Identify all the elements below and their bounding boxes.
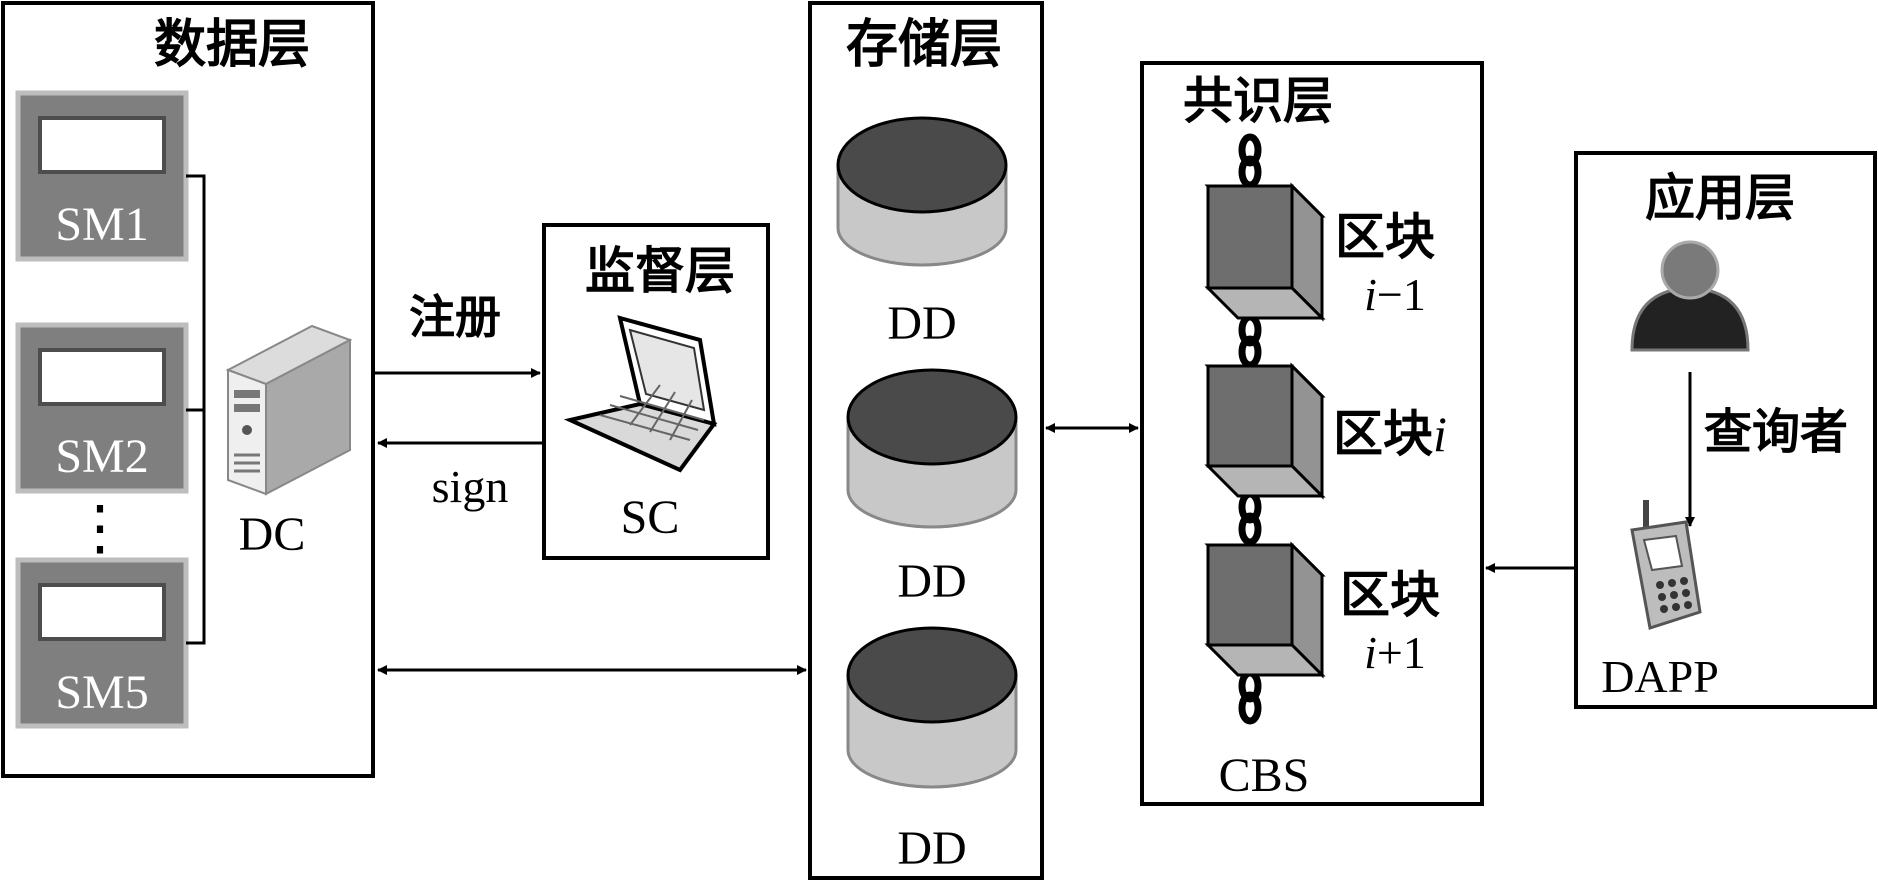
block-cube-1 [1204,182,1326,322]
block-1-label: 区块 [1335,208,1435,266]
smart-meter-2-label: SM2 [55,430,148,483]
consensus-layer-title: 共识层 [1183,72,1333,130]
data-layer: 数据层 SM1 SM2 ⋮ SM5 [1,1,375,778]
block-3-label: 区块 [1340,566,1440,624]
smart-meter-1: SM1 [15,90,189,262]
phone-icon [1630,500,1702,630]
smart-meter-5: SM5 [15,557,189,729]
smart-meter-2: SM2 [15,322,189,494]
laptop-icon [563,315,718,473]
phone-label: DAPP [1601,651,1719,702]
storage-disk-2-label: DD [897,555,966,608]
smart-meter-5-label: SM5 [55,666,148,719]
user-label: 查询者 [1704,404,1848,460]
server-label: DC [239,508,306,561]
user-icon [1630,240,1750,352]
register-label: 注册 [409,290,501,344]
application-layer-box [1574,151,1877,709]
sign-label: sign [432,461,509,512]
storage-disk-3 [846,626,1018,789]
consensus-layer: 共识层 区块 i−1 区块i [1140,61,1484,806]
application-layer-title: 应用层 [1645,169,1795,227]
block-3-index: i+1 [1364,627,1426,678]
server-icon [225,324,353,496]
storage-disk-3-label: DD [897,822,966,875]
laptop-label: SC [621,491,680,544]
storage-disk-2 [846,368,1018,529]
chain-label: CBS [1219,749,1310,802]
block-2-label: 区块i [1333,405,1447,463]
storage-layer-title: 存储层 [846,15,1002,75]
meter-ellipsis: ⋮ [70,495,130,561]
supervision-layer-title: 监督层 [585,242,735,300]
data-layer-title: 数据层 [154,15,310,75]
storage-layer: 存储层 DD DD DD [808,1,1044,880]
smart-meter-1-label: SM1 [55,198,148,251]
block-1-index: i−1 [1364,269,1426,320]
block-cube-2 [1204,362,1326,500]
block-cube-3 [1204,541,1326,679]
supervision-layer: 监督层 SC [542,223,770,560]
storage-disk-1-label: DD [887,297,956,350]
application-layer: 应用层 查询者 DAPP [1574,151,1877,709]
meter-bus-wire [186,174,206,645]
storage-disk-1 [836,116,1008,267]
